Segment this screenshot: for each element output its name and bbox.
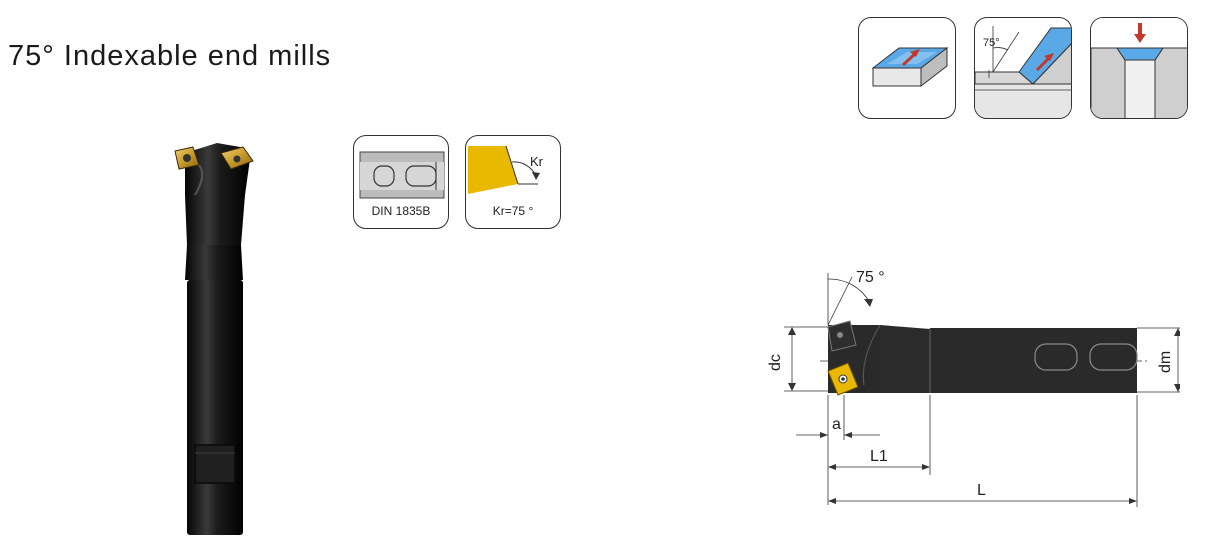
face-milling-icon	[858, 17, 956, 119]
angle-label: 75 °	[856, 269, 885, 286]
weldon-shank-icon	[359, 151, 445, 199]
a-label: a	[832, 416, 841, 433]
dm-label: dm	[1157, 351, 1174, 373]
technical-drawing: 75 ° dc dm a L1 L	[760, 255, 1185, 517]
l-label: L	[977, 482, 986, 499]
chamfer-75-icon: 75°	[974, 17, 1072, 119]
dc-label: dc	[767, 354, 784, 371]
entering-angle-icon: Kr	[468, 145, 544, 194]
shank-badge: DIN 1835B	[353, 135, 449, 229]
entering-angle-badge: Kr Kr=75 °	[465, 135, 561, 229]
plunge-countersink-icon	[1090, 17, 1188, 119]
chamfer-angle-label: 75°	[983, 37, 1000, 49]
end-mill-photo	[165, 135, 255, 540]
entering-angle-label: Kr=75 °	[492, 204, 534, 218]
l1-label: L1	[870, 448, 888, 465]
page-title: 75° Indexable end mills	[8, 40, 332, 72]
kr-symbol: Kr	[530, 154, 544, 169]
operations-panel: 75°	[858, 17, 1188, 119]
shank-label: DIN 1835B	[371, 204, 431, 218]
